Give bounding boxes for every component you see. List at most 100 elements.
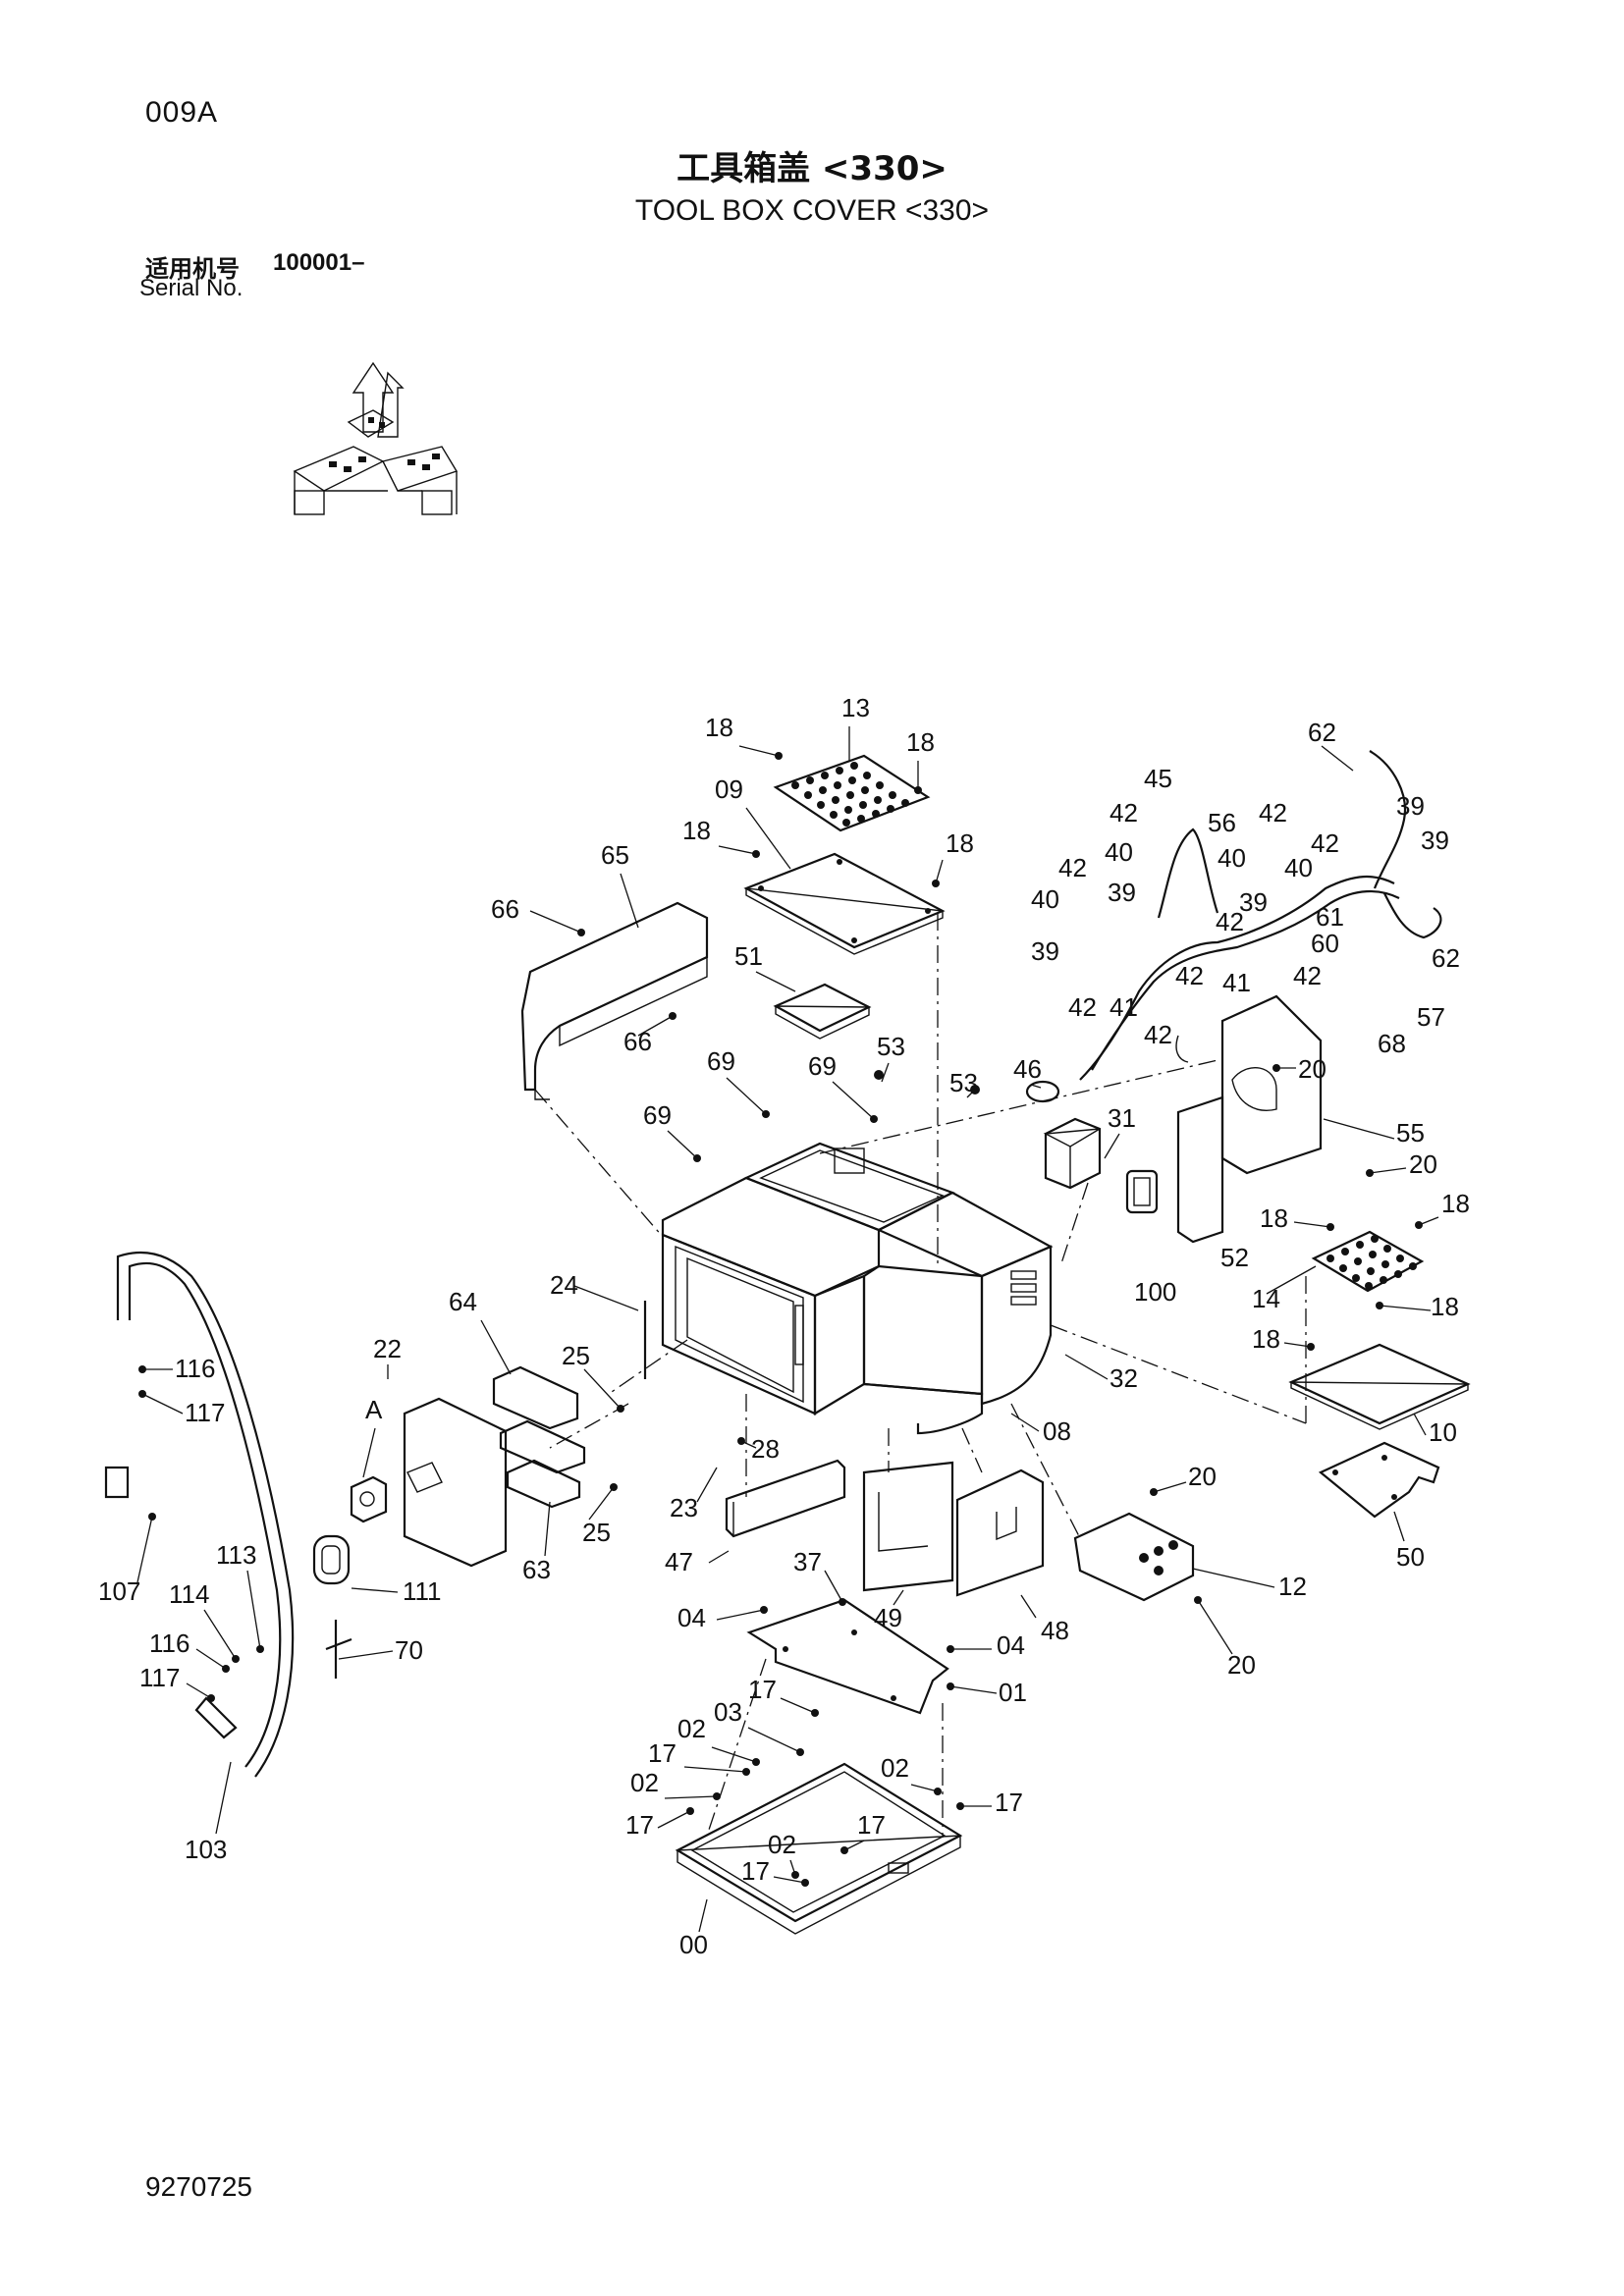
serial-label-chinese: 适用机号 [145,255,240,283]
part-47-pad [725,1459,846,1538]
callout-09: 09 [715,774,743,804]
callout-20: 20 [1409,1149,1437,1179]
callout-20: 20 [1188,1462,1217,1491]
part-A-lock [350,1475,388,1523]
callout-18: 18 [1260,1203,1288,1233]
callout-17: 17 [741,1856,770,1886]
part-14-perforated-plate [1311,1230,1425,1293]
callout-18: 18 [1431,1292,1459,1321]
callout-55: 55 [1396,1118,1425,1148]
callout-18: 18 [682,816,711,845]
part-111-70-fittings [312,1534,352,1679]
callout-40: 40 [1031,884,1059,914]
callout-65: 65 [601,840,629,870]
document-number: 9270725 [145,2171,253,2202]
callout-42: 42 [1293,961,1322,990]
callout-03: 03 [714,1697,742,1727]
callout-17: 17 [625,1810,654,1840]
serial-number: 100001– [273,249,365,276]
part-00-base-frame [675,1762,963,1935]
callout-53: 53 [949,1068,978,1097]
callout-100: 100 [1134,1277,1176,1307]
callout-02: 02 [881,1753,909,1783]
callout-63: 63 [522,1555,551,1584]
callout-04: 04 [677,1603,706,1632]
callout-00: 00 [679,1930,708,1959]
callout-02: 02 [630,1768,659,1797]
callout-20: 20 [1298,1054,1326,1084]
part-63-block [506,1459,581,1509]
callout-12: 12 [1278,1572,1307,1601]
callout-40: 40 [1218,843,1246,873]
callout-49: 49 [874,1603,902,1632]
callout-48: 48 [1041,1616,1069,1645]
callout-25: 25 [562,1341,590,1370]
part-50-bracket [1318,1441,1440,1519]
callout-116: 116 [149,1629,189,1658]
callout-51: 51 [734,941,763,971]
callout-28: 28 [751,1434,780,1464]
callout-13: 13 [841,693,870,722]
callout-66: 66 [623,1027,652,1056]
callout-117: 117 [185,1398,225,1427]
callout-70: 70 [395,1635,423,1665]
callout-02: 02 [677,1714,706,1743]
callout-68: 68 [1378,1029,1406,1058]
callout-18: 18 [1441,1189,1470,1218]
part-103-handrail [104,1252,295,1778]
callout-111: 111 [403,1576,442,1606]
serial-label-english: Serial No. [139,275,244,301]
part-12-tray [1073,1512,1195,1602]
callout-A: A [365,1395,383,1424]
callout-04: 04 [997,1630,1025,1660]
callout-69: 69 [808,1051,837,1081]
part-53-bolt [874,1070,884,1080]
callout-117: 117 [139,1663,180,1692]
callout-25: 25 [582,1518,611,1547]
part-01-plate [746,1598,949,1715]
callout-62: 62 [1308,718,1336,747]
page-code: 009A [145,96,219,129]
callout-18: 18 [705,713,733,742]
callout-52: 52 [1220,1243,1249,1272]
part-09-plate [743,852,946,955]
callout-62: 62 [1432,943,1460,973]
alignment-lines [534,913,1307,1838]
callout-10: 10 [1429,1417,1457,1447]
part-49-cover [862,1461,954,1592]
callout-39: 39 [1396,791,1425,821]
callout-60: 60 [1311,929,1339,958]
title-chinese: 工具箱盖 <330> [677,149,947,188]
part-10-plate [1288,1343,1471,1430]
callout-46: 46 [1013,1054,1042,1084]
callout-39: 39 [1108,878,1136,907]
callout-17: 17 [857,1810,886,1840]
callout-31: 31 [1108,1103,1136,1133]
part-52-bracket [1176,1095,1224,1244]
part-55-panel [1220,994,1323,1175]
callout-57: 57 [1417,1002,1445,1032]
callout-42: 42 [1175,961,1204,990]
callout-66: 66 [491,894,519,924]
part-48-cover [955,1468,1045,1597]
callout-39: 39 [1421,826,1449,855]
callout-22: 22 [373,1334,402,1363]
callout-114: 114 [169,1579,209,1609]
callout-56: 56 [1208,808,1236,837]
callout-64: 64 [449,1287,477,1316]
callout-40: 40 [1105,837,1133,867]
callout-labels: 13 18 18 09 18 18 65 66 51 66 69 69 53 5… [98,693,1470,1959]
callout-39: 39 [1031,936,1059,966]
part-main-box-body [661,1142,1054,1435]
callout-17: 17 [748,1675,777,1704]
callout-08: 08 [1043,1416,1071,1446]
callout-18: 18 [1252,1324,1280,1354]
callout-42: 42 [1259,798,1287,828]
part-31-100-components [1043,1117,1159,1214]
callout-113: 113 [216,1540,256,1570]
part-65-side-cover [520,901,709,1100]
callout-42: 42 [1216,907,1244,936]
callout-42: 42 [1311,828,1339,858]
callout-42: 42 [1058,853,1087,882]
